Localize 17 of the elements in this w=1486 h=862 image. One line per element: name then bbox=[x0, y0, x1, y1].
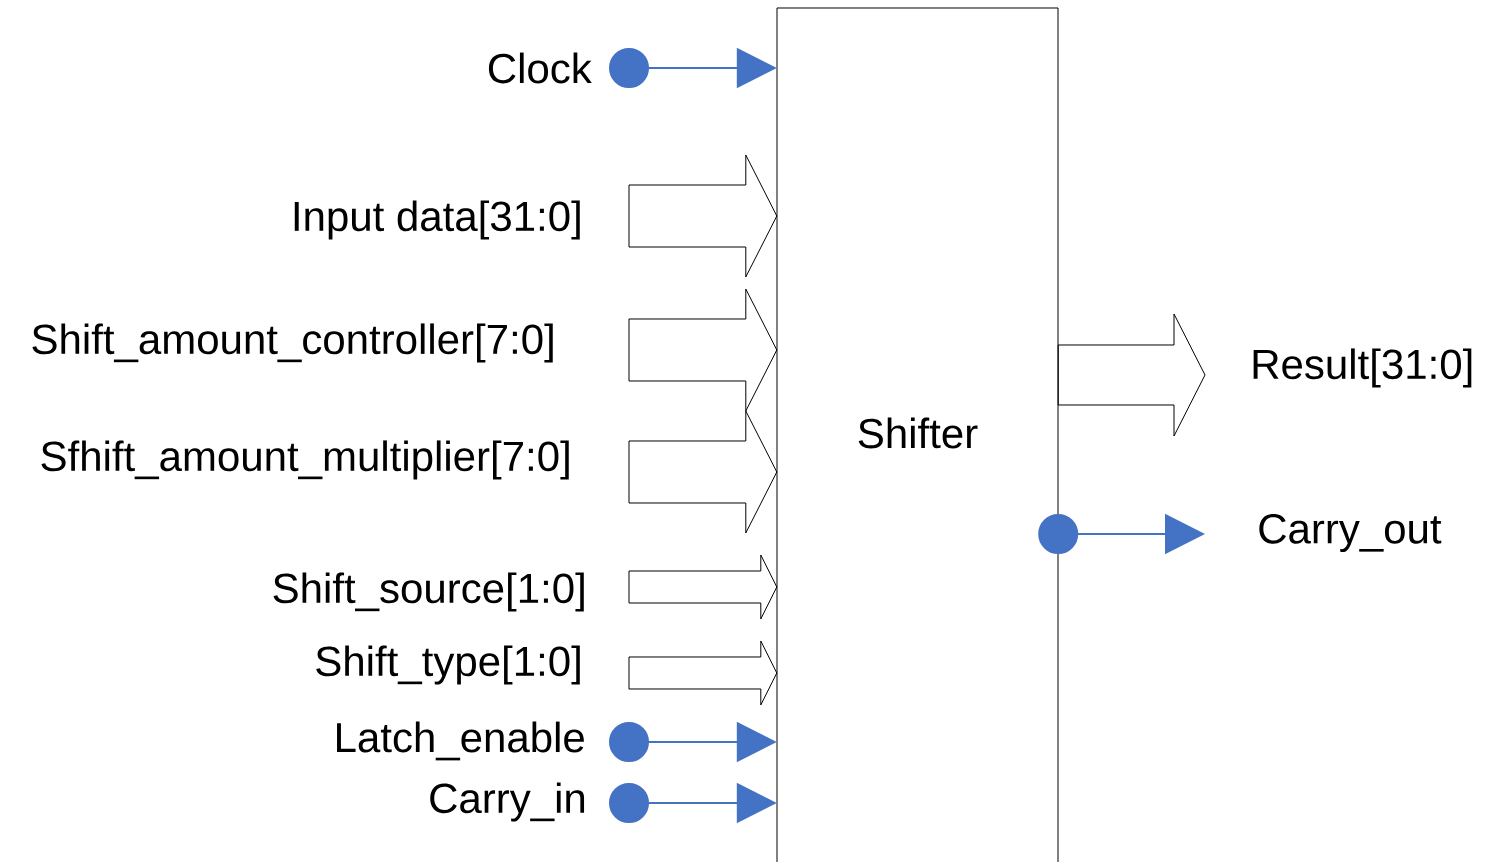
bus-arrow bbox=[628, 154, 778, 278]
signal-label: Shift_source[1:0] bbox=[273, 572, 584, 612]
signal-label: Latch_enable bbox=[337, 721, 584, 761]
signal-label: Shift_amount_controller[7:0] bbox=[32, 323, 553, 363]
signal-label: Result[31:0] bbox=[1253, 348, 1472, 388]
signal-label: Carry_in bbox=[430, 782, 585, 822]
shifter-block: Shifter bbox=[776, 7, 1059, 862]
bus-arrow bbox=[628, 554, 778, 620]
signal-label: Clock bbox=[488, 52, 592, 84]
bus-arrow bbox=[628, 288, 778, 412]
bus-arrow bbox=[628, 640, 778, 706]
bus-arrow bbox=[628, 410, 778, 534]
signal-label: Sfhift_amount_multiplier[7:0] bbox=[41, 440, 569, 480]
signal-label: Input data[31:0] bbox=[294, 200, 580, 240]
signal-label: Shift_type[1:0] bbox=[316, 645, 580, 685]
signal-label: Carry_out bbox=[1259, 513, 1442, 552]
bus-arrow bbox=[1057, 313, 1206, 437]
